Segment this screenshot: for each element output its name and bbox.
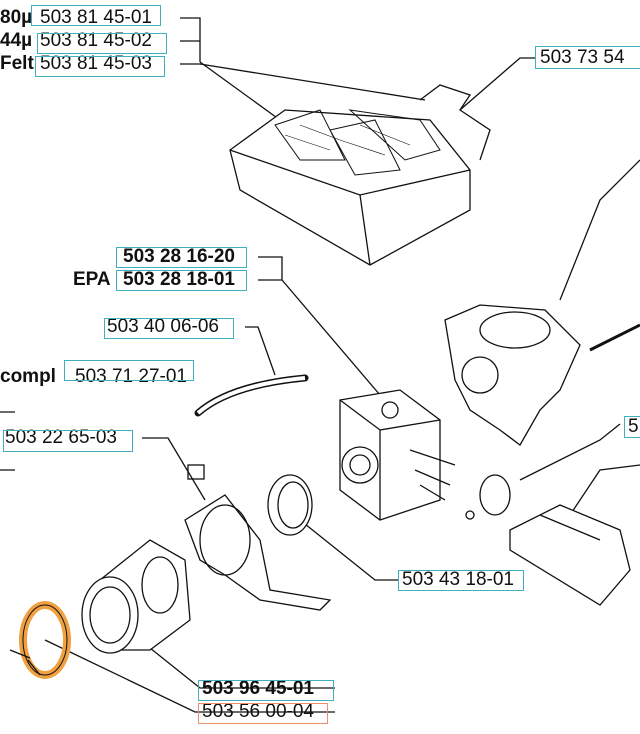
highlight-box	[37, 33, 167, 54]
part-503-28-16-20[interactable]: 503 28 16-20	[123, 246, 235, 267]
manifold-drawing	[444, 304, 640, 446]
bracket-drawing	[184, 464, 332, 611]
highlight-box	[535, 46, 640, 69]
intake-boot-drawing	[81, 539, 191, 654]
highlight-box	[35, 56, 165, 77]
selected-box	[198, 703, 328, 724]
part-503-71-27-01[interactable]: 503 71 27-01	[75, 366, 187, 387]
part-503-43-18-01[interactable]: 503 43 18-01	[402, 569, 514, 590]
highlight-box	[3, 430, 133, 452]
highlight-box	[398, 570, 524, 591]
part-503-40-06-06[interactable]: 503 40 06-06	[107, 316, 219, 337]
highlight-box	[198, 680, 334, 701]
compl-prefix: compl	[0, 366, 56, 387]
highlight-box	[624, 416, 640, 438]
filter-44-prefix: 44µ	[0, 30, 33, 51]
felt-prefix: Felt	[0, 53, 34, 74]
part-503-81-45-02[interactable]: 503 81 45-02	[40, 30, 152, 51]
gasket-drawing	[267, 474, 313, 536]
part-503-81-45-01[interactable]: 503 81 45-01	[40, 7, 152, 28]
filter-80-prefix: 80µ	[0, 7, 33, 28]
epa-prefix: EPA	[73, 269, 111, 290]
highlight-box	[64, 360, 194, 381]
highlight-box	[31, 5, 161, 26]
air-filter-drawing	[229, 84, 491, 266]
part-503-81-45-03[interactable]: 503 81 45-03	[40, 53, 152, 74]
part-503-96-45-01[interactable]: 503 96 45-01	[202, 678, 314, 699]
carburetor-drawing	[339, 389, 456, 521]
part-503-73-54[interactable]: 503 73 54	[540, 47, 625, 68]
highlight-box	[104, 318, 234, 339]
part-5-truncated[interactable]: 5	[628, 416, 639, 437]
highlight-box	[116, 247, 247, 268]
fuel-hose-drawing	[194, 374, 309, 417]
hose-clamp-drawing	[9, 601, 71, 679]
lever-drawing	[465, 474, 631, 606]
highlight-box	[116, 270, 247, 291]
part-503-56-00-04[interactable]: 503 56 00-04	[202, 701, 314, 722]
part-503-22-65-03[interactable]: 503 22 65-03	[5, 427, 117, 448]
part-503-28-18-01[interactable]: 503 28 18-01	[123, 269, 235, 290]
